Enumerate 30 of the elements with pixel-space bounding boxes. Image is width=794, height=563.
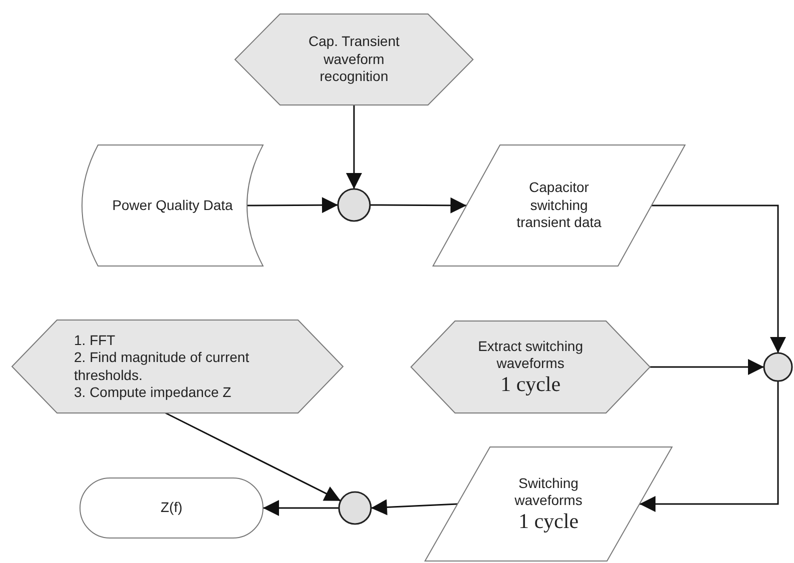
junction-circle	[338, 491, 372, 525]
node-label: 1 cycle	[518, 510, 579, 534]
data-parallelogram	[424, 446, 673, 562]
node-label: Switching waveforms	[514, 474, 584, 510]
process-hexagon	[234, 14, 474, 106]
node-label: Extract switching waveforms	[476, 338, 584, 373]
process-hexagon	[410, 320, 651, 414]
junction-circle	[337, 188, 371, 222]
arrow	[370, 197, 466, 214]
arrow	[652, 204, 786, 353]
node-label: Power Quality Data	[112, 196, 233, 214]
data-parallelogram	[432, 144, 686, 266]
arrow	[247, 197, 338, 214]
arrow	[370, 499, 458, 516]
process-hexagon	[11, 320, 344, 414]
arrow	[650, 359, 764, 375]
node-label: 1 cycle	[500, 372, 561, 396]
stored-data-shape	[82, 144, 264, 266]
arrow	[640, 381, 779, 512]
arrow	[263, 500, 339, 516]
list-item: 2. Find magnitude of current thresholds.	[74, 349, 250, 384]
arrow	[165, 412, 342, 502]
list-item: 1. FFT	[74, 332, 116, 349]
list-item: 3. Compute impedance Z	[74, 384, 232, 402]
arrow	[346, 104, 362, 189]
node-label: Capacitor switching transient data	[516, 179, 602, 232]
terminator-shape	[80, 478, 264, 538]
node-label: Cap. Transient waveform recognition	[307, 33, 401, 86]
junction-circle	[763, 352, 793, 382]
node-label: Z(f)	[160, 499, 182, 517]
